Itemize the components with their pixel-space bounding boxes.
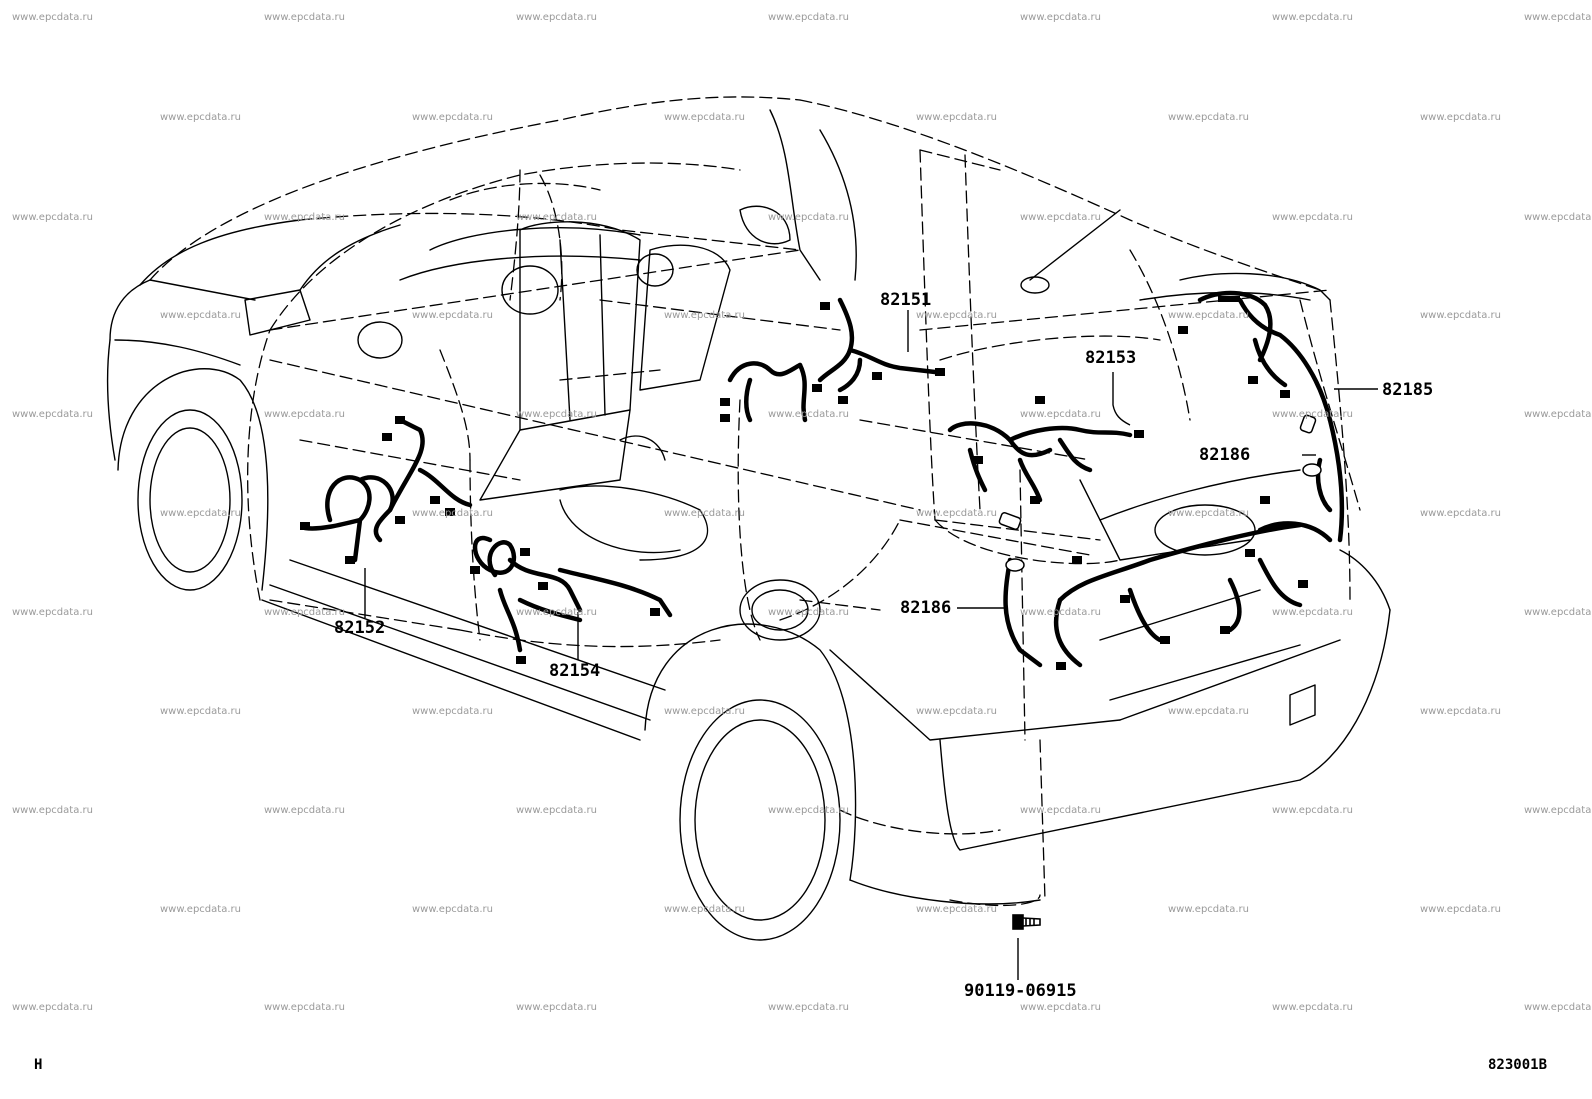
footer-figure-id: 823001B <box>1488 1057 1548 1073</box>
harness-grommets <box>998 414 1322 572</box>
callout-90119-06915: 90119-06915 <box>964 981 1077 1001</box>
callout-82185: 82185 <box>1382 380 1434 400</box>
wire-harnesses <box>302 290 1345 668</box>
callout-82152: 82152 <box>334 618 386 638</box>
car-body-outline <box>106 109 1391 941</box>
callout-leader-lines <box>364 310 1378 980</box>
callout-82186-lower: 82186 <box>900 598 952 618</box>
callout-82154: 82154 <box>549 661 601 681</box>
bolt-icon <box>1012 914 1041 930</box>
footer-left-code: H <box>34 1057 43 1073</box>
callout-82153: 82153 <box>1085 348 1137 368</box>
callout-82186-upper: 82186 <box>1199 445 1251 465</box>
car-shell-phantom-lines <box>149 96 1361 907</box>
harness-connectors <box>300 296 1308 670</box>
callout-82151: 82151 <box>880 290 932 310</box>
